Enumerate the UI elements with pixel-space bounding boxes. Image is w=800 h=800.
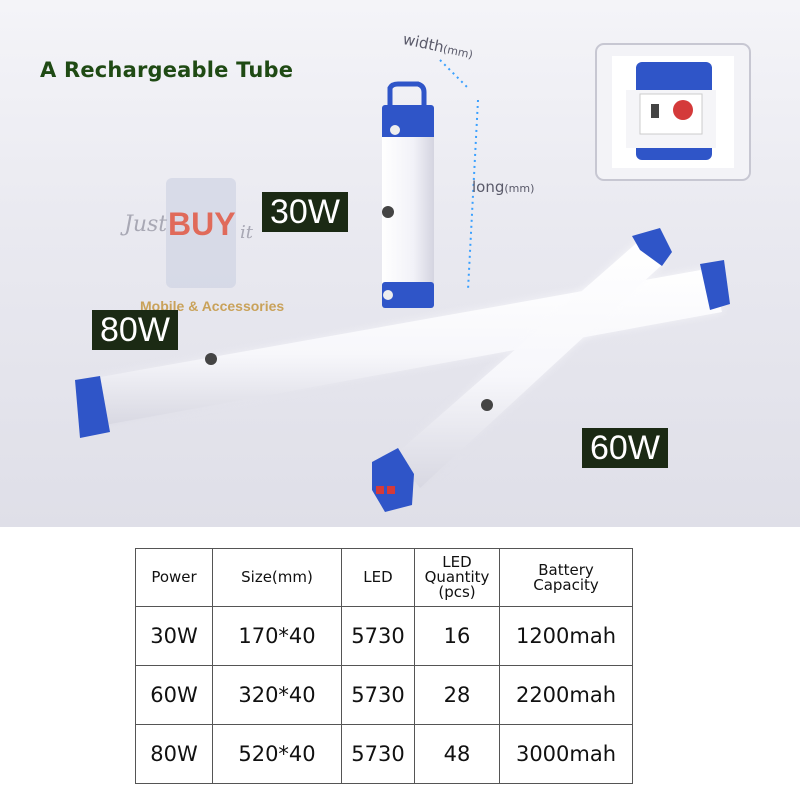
long-dim-line <box>467 99 479 291</box>
width-dim-line <box>439 59 469 89</box>
watermark-frame <box>166 178 236 288</box>
cell-qty: 16 <box>414 606 500 666</box>
header-battery-line1: Battery <box>538 560 594 579</box>
header-quantity-line1: LED <box>442 553 472 571</box>
cell-power: 80W <box>135 724 213 784</box>
cell-size: 170*40 <box>212 606 342 666</box>
table-row: 80W 520*40 5730 48 3000mah <box>135 724 633 784</box>
header-quantity-line2: Quantity <box>424 568 490 586</box>
cell-size: 520*40 <box>212 724 342 784</box>
badge-80w: 80W <box>92 310 178 350</box>
spec-table: Power Size(mm) LED LED Quantity (pcs) Ba… <box>135 548 633 784</box>
watermark-just: Just <box>124 212 168 237</box>
button-icon-3 <box>382 206 394 218</box>
inset-detail <box>595 43 751 181</box>
header-quantity-line3: (pcs) <box>438 583 476 601</box>
tube-30w <box>382 81 434 308</box>
cell-led: 5730 <box>341 606 415 666</box>
tube-60w <box>372 228 672 512</box>
watermark-buy: BUY <box>168 206 236 242</box>
cell-led: 5730 <box>341 724 415 784</box>
table-row: 60W 320*40 5730 28 2200mah <box>135 665 633 725</box>
header-size: Size(mm) <box>212 548 342 607</box>
cell-battery: 1200mah <box>499 606 633 666</box>
watermark-it: it <box>240 222 253 243</box>
header-battery: Battery Capacity <box>499 548 633 607</box>
header-quantity: LED Quantity (pcs) <box>414 548 500 607</box>
product-photo: Just BUY it Mobile & Accessories A Recha… <box>0 0 800 527</box>
badge-30w: 30W <box>262 192 348 232</box>
cell-battery: 2200mah <box>499 665 633 725</box>
cell-led: 5730 <box>341 665 415 725</box>
header-battery-line2: Capacity <box>533 575 599 594</box>
cell-qty: 28 <box>414 665 500 725</box>
badge-60w: 60W <box>582 428 668 468</box>
header-led: LED <box>341 548 415 607</box>
cell-size: 320*40 <box>212 665 342 725</box>
table-row: 30W 170*40 5730 16 1200mah <box>135 606 633 666</box>
long-label: long(mm) <box>472 178 535 196</box>
button-icon-2 <box>481 399 493 411</box>
cell-power: 30W <box>135 606 213 666</box>
cell-battery: 3000mah <box>499 724 633 784</box>
page-title: A Rechargeable Tube <box>40 58 294 82</box>
table-header-row: Power Size(mm) LED LED Quantity (pcs) Ba… <box>135 548 633 607</box>
button-icon <box>205 353 217 365</box>
cell-qty: 48 <box>414 724 500 784</box>
tube-illustration <box>75 43 751 512</box>
header-power: Power <box>135 548 213 607</box>
cell-power: 60W <box>135 665 213 725</box>
